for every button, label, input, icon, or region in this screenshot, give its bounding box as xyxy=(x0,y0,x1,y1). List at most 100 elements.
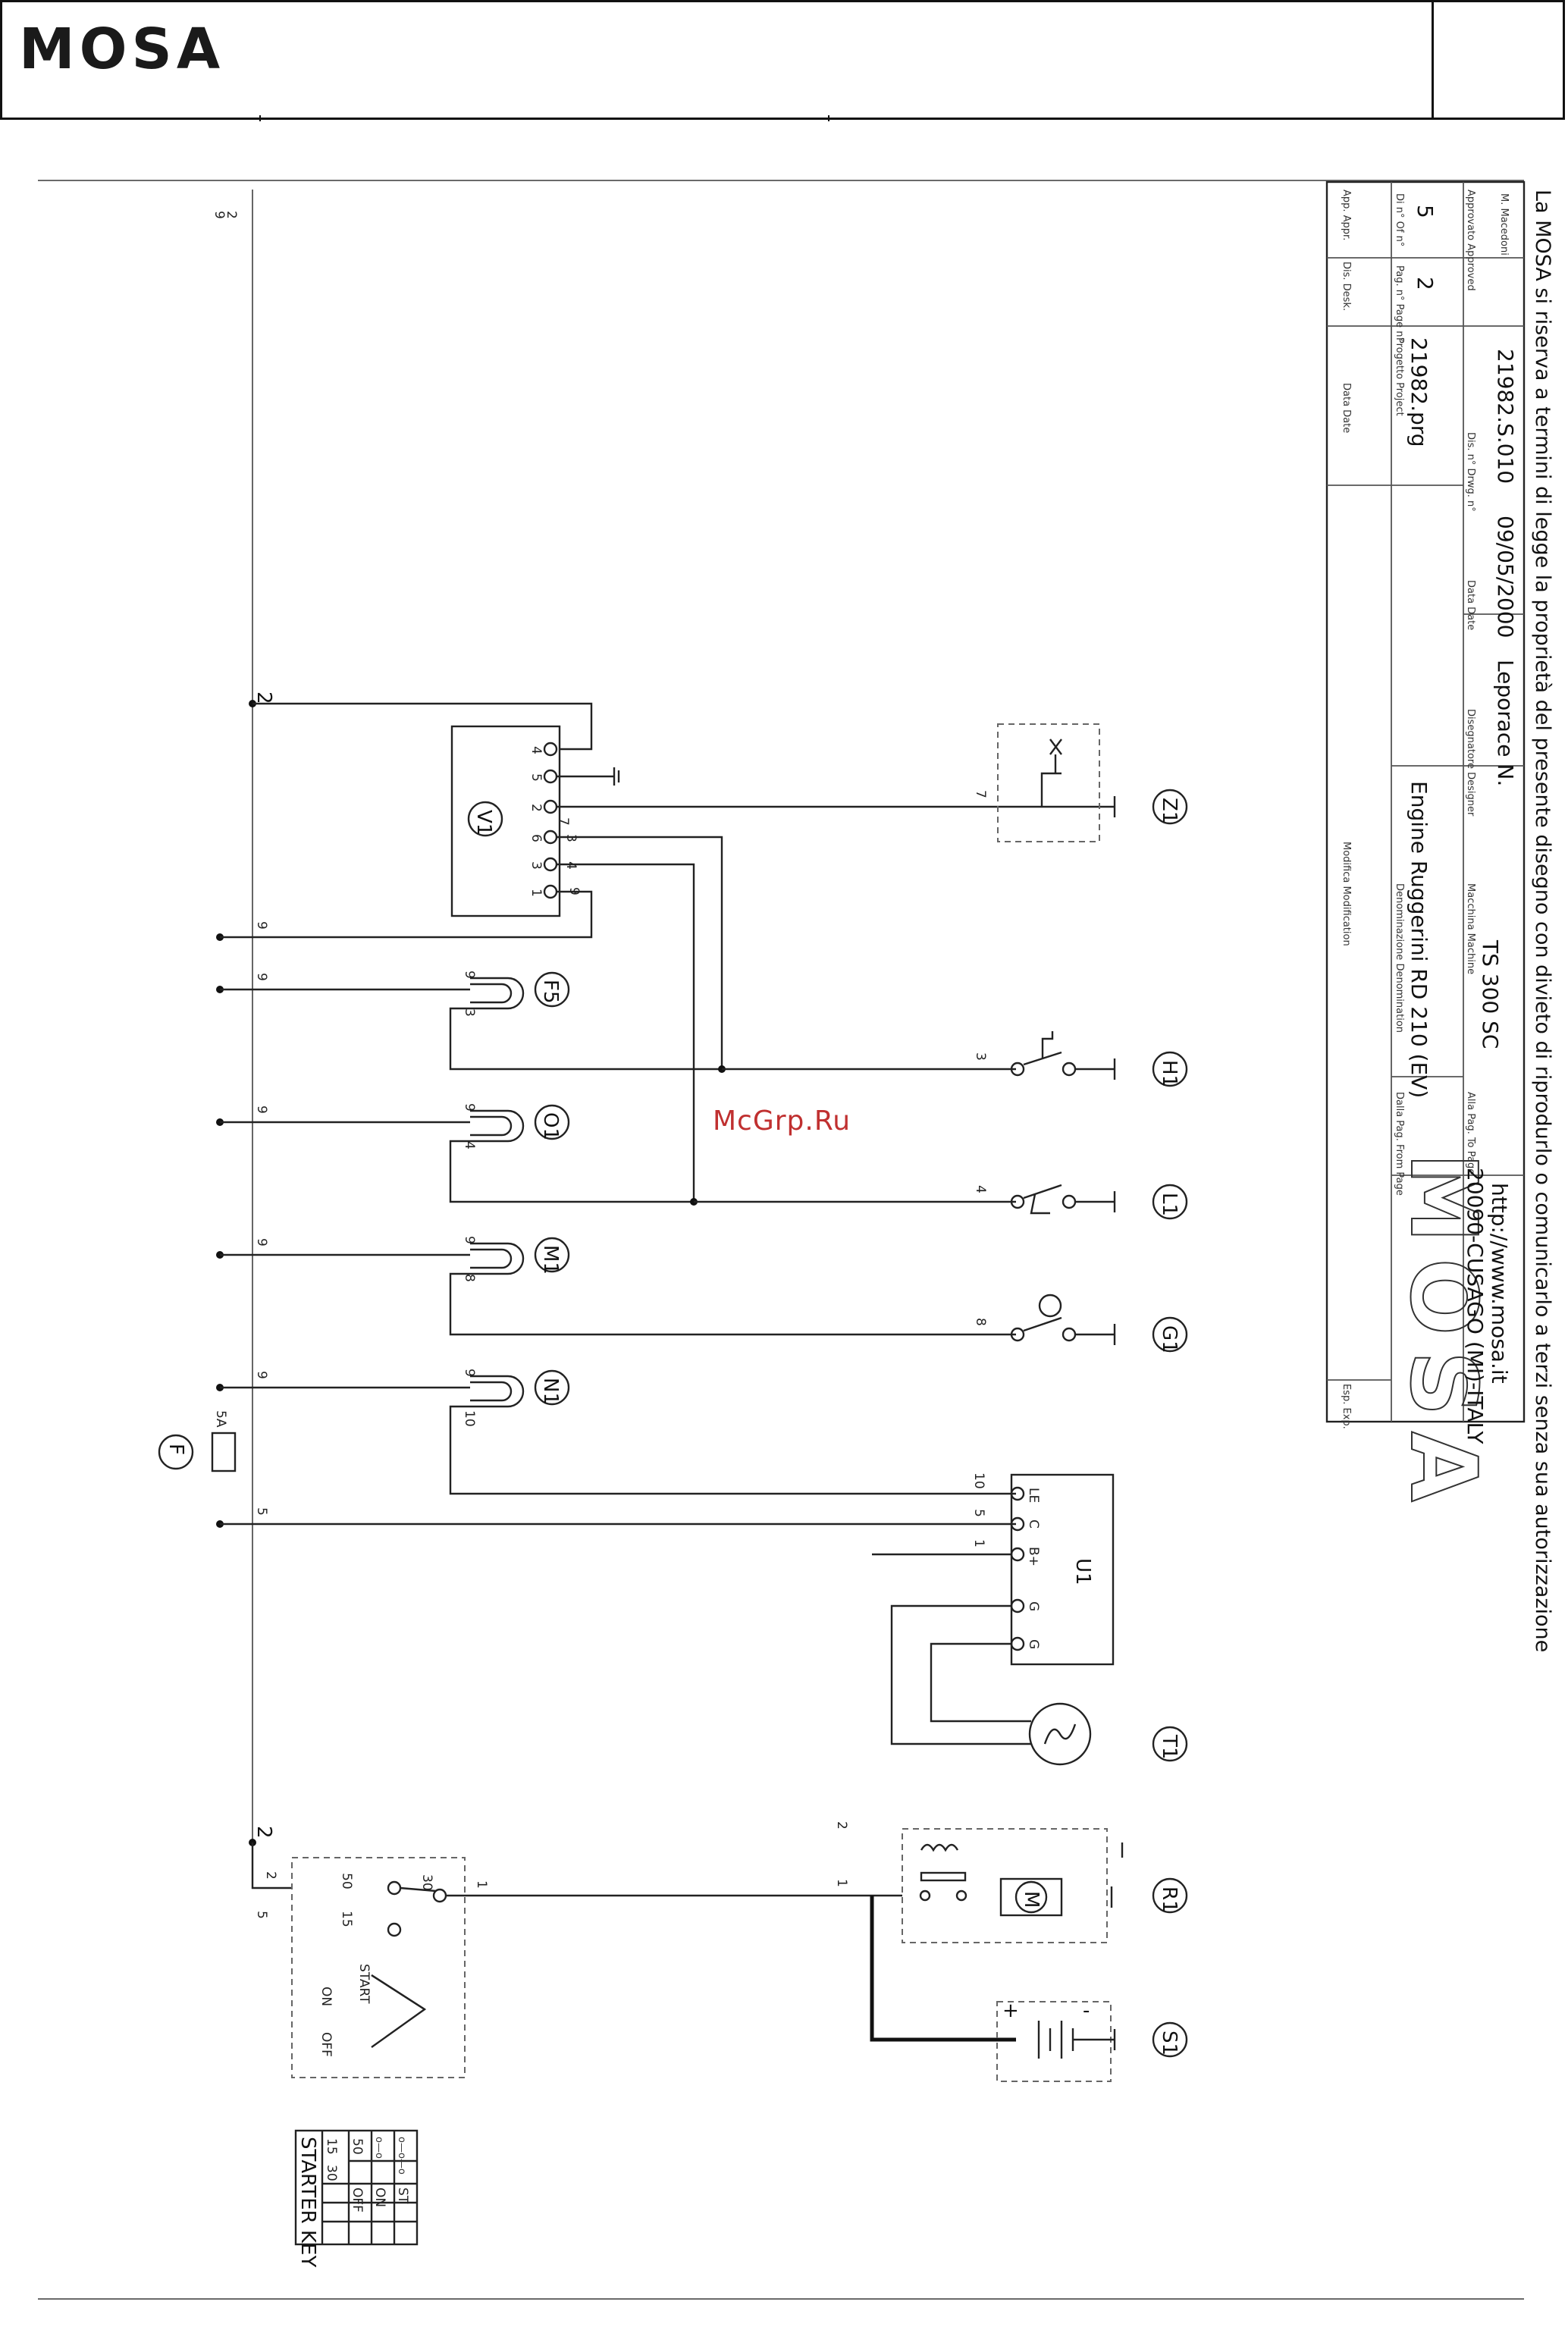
wire-label: 2 xyxy=(263,1871,278,1880)
tb-macchina: TS 300 SC xyxy=(1478,939,1503,1049)
terminal-num: 6 xyxy=(528,834,544,842)
r1-label: R1 xyxy=(1158,1886,1181,1913)
wire-label: 50 xyxy=(339,1873,354,1890)
n1-lamp-symbol xyxy=(470,1375,525,1408)
terminal-num: 3 xyxy=(528,861,544,870)
wire-4-o1 xyxy=(449,1140,694,1203)
tb-disegnatore: Leporace N. xyxy=(1493,660,1518,786)
wire-label: 15 xyxy=(339,1911,354,1927)
tb-web: http://www.mosa.it xyxy=(1487,1183,1512,1384)
wire-label: 9 xyxy=(254,973,269,981)
tb-denominazione-label: Denominazione Denomination xyxy=(1394,883,1405,1033)
wire-label: 7 xyxy=(973,790,988,798)
starter-key-enclosure xyxy=(291,1857,466,2078)
wire-label: 1 xyxy=(971,1539,986,1548)
g1-contact xyxy=(1010,1327,1025,1342)
wire-label: 9 xyxy=(462,1236,477,1244)
wire-label: 10 xyxy=(462,1410,477,1427)
wire-label: 1 xyxy=(474,1880,489,1889)
o1-lamp-symbol xyxy=(470,1109,525,1143)
battery-minus: - xyxy=(1083,1999,1090,2022)
m1-lamp-symbol xyxy=(470,1242,525,1275)
s1-symbol-circle xyxy=(1152,2021,1188,2058)
r1-enclosure xyxy=(902,1828,1108,1943)
tb-esp-label: Esp. Exp. xyxy=(1341,1384,1352,1429)
t1-wire-a xyxy=(890,1604,1031,1745)
u1-terminal-g2: G xyxy=(1026,1639,1041,1649)
wire-label: 3 xyxy=(563,834,579,842)
wire-label: 8 xyxy=(973,1318,988,1326)
tb-data2: 09/05/2000 xyxy=(1493,516,1518,638)
wire-label: 9 xyxy=(462,1369,477,1377)
title-block: Esp. Exp. Dalla Pag. From Page Alla Pag.… xyxy=(1325,180,1526,1518)
tb-modifica-label: Modifica Modification xyxy=(1341,842,1352,946)
starter-table-col: 15 xyxy=(324,2138,339,2155)
starter-table-row: OFF xyxy=(350,2187,365,2213)
battery-cable xyxy=(870,1896,1016,2042)
t1-symbol-circle xyxy=(1152,1726,1188,1762)
v1-label: V1 xyxy=(472,810,495,836)
header-page-cell xyxy=(1432,2,1563,118)
starter-table-row: ST xyxy=(395,2187,410,2204)
wire-label: 30 xyxy=(419,1874,434,1891)
tb-dalla-pag: Dalla Pag. From Page xyxy=(1394,1092,1405,1196)
h1-symbol-circle xyxy=(1152,1051,1188,1087)
wire-2-key xyxy=(251,1842,292,1890)
wire-label: 2 xyxy=(252,1826,275,1839)
tb-address: 20090-CUSAGO (MI)-ITALY xyxy=(1463,1168,1488,1444)
wire-label: 4 xyxy=(563,861,579,870)
h1-contact xyxy=(1010,1062,1025,1077)
u1-terminal-le: LE xyxy=(1026,1488,1041,1503)
s1-enclosure xyxy=(996,2001,1112,2082)
o1-label: O1 xyxy=(539,1112,562,1140)
o1-symbol-circle xyxy=(534,1104,570,1140)
tb-data2-label: Data Date xyxy=(1465,580,1476,630)
starter-table-row: ON xyxy=(372,2187,387,2207)
f5-label: F5 xyxy=(539,980,562,1004)
bus-label: 9 xyxy=(212,211,227,219)
r1-symbol-circle xyxy=(1152,1877,1188,1914)
tb-approvato-label: Approvato Approved xyxy=(1465,190,1476,291)
wire-10-n1 xyxy=(449,1405,1016,1495)
wire-label: 1 xyxy=(834,1879,849,1887)
tb-alla-pag: Alla Pag. To Page xyxy=(1465,1092,1476,1174)
tb-dis-n: 21982.S.010 xyxy=(1493,349,1518,484)
wire-label: 9 xyxy=(254,921,269,930)
starter-key-table: STARTER KEY 30 15 50 OFF ON ST o—o o—o—o xyxy=(294,2129,419,2267)
watermark: McGrp.Ru xyxy=(713,1105,851,1137)
n1-symbol-circle xyxy=(534,1369,570,1406)
tb-data-label: Data Date xyxy=(1341,383,1352,433)
starter-table-marks: o—o xyxy=(373,2137,384,2159)
wire-label: 2 xyxy=(834,1821,849,1830)
copyright-footer: La MOSA si riserva a termini di legge la… xyxy=(1531,190,1554,1652)
key-pos-on: ON xyxy=(318,1987,334,2006)
wire-label: 4 xyxy=(973,1185,988,1193)
z1-symbol-circle xyxy=(1152,789,1188,825)
key-contact-50 xyxy=(387,1880,402,1896)
wire-label: 3 xyxy=(462,1008,477,1017)
starter-table-col: 50 xyxy=(350,2138,365,2155)
f-symbol-circle xyxy=(158,1434,194,1470)
tb-denominazione: Engine Ruggerini RD 210 (EV) xyxy=(1406,781,1432,1098)
key-pos-start: START xyxy=(356,1964,372,2004)
r1-motor-body xyxy=(999,1877,1063,1917)
f5-symbol-circle xyxy=(534,971,570,1008)
l1-symbol-circle xyxy=(1152,1184,1188,1220)
wire-label: 5 xyxy=(254,1507,269,1516)
wire-2-v1 xyxy=(252,702,593,751)
u1-box xyxy=(1010,1473,1115,1666)
z1-label: Z1 xyxy=(1158,798,1181,823)
l1-label: L1 xyxy=(1158,1193,1181,1216)
g1-label: G1 xyxy=(1158,1325,1181,1353)
fuse-body xyxy=(211,1432,237,1472)
tb-macchina-label: Macchina Machine xyxy=(1465,883,1476,974)
key-pos-off: OFF xyxy=(318,2032,334,2057)
wire-label: 9 xyxy=(566,887,582,895)
tb-dis-n-label: Dis. n° Drwg. n° xyxy=(1465,432,1476,512)
brand-text: MOSA xyxy=(19,17,225,82)
tb-di: 5 xyxy=(1413,205,1438,218)
n1-label: N1 xyxy=(539,1378,562,1405)
wire-label: 9 xyxy=(462,1103,477,1112)
fuse-rating: 5A xyxy=(213,1410,228,1428)
